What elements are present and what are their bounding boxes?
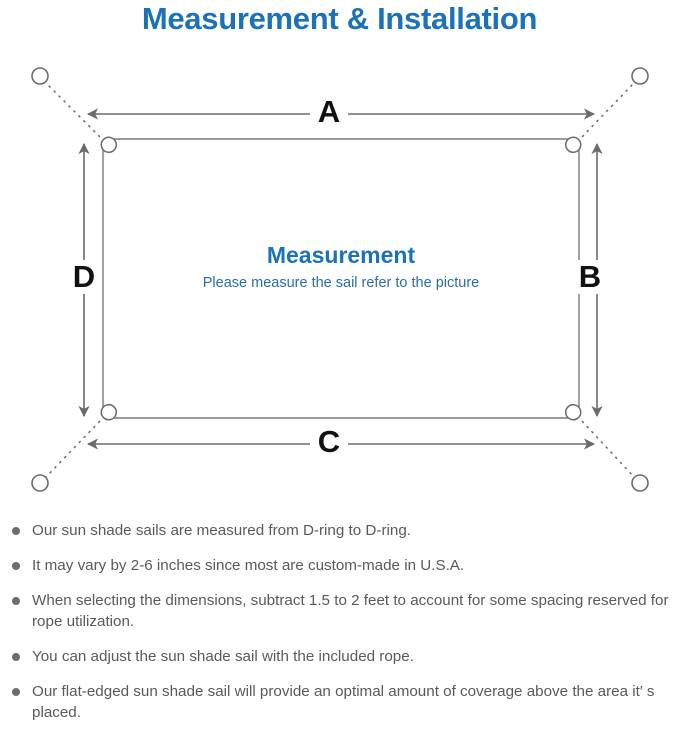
note-text: You can adjust the sun shade sail with t… (32, 648, 414, 665)
page-title: Measurement & Installation (141, 1, 538, 36)
d-ring-bottom-left (100, 403, 118, 421)
diagram-svg (31, 67, 649, 492)
rope-top-right (581, 82, 635, 138)
anchor-ring-top-right (631, 67, 649, 85)
sail-body (102, 138, 580, 419)
notes-list: Our sun shade sails are measured from D-… (0, 520, 679, 737)
anchor-ring-top-left (31, 67, 49, 85)
anchor-ring-bottom-left (31, 474, 49, 492)
d-ring-bottom-right (564, 403, 582, 421)
note-text: When selecting the dimensions, subtract … (32, 592, 669, 630)
rope-top-left (45, 82, 101, 138)
list-item: Our flat-edged sun shade sail will provi… (0, 681, 679, 723)
note-text: Our sun shade sails are measured from D-… (32, 522, 411, 539)
bullet-icon (12, 527, 20, 535)
dimension-label-d: D (68, 260, 100, 294)
d-ring-top-left (100, 136, 118, 154)
sail-measurement-diagram: Measurement Please measure the sail refe… (0, 44, 679, 514)
rope-bottom-left (45, 420, 101, 478)
rope-bottom-right (581, 420, 635, 478)
list-item: You can adjust the sun shade sail with t… (0, 646, 679, 667)
dimension-label-b: B (574, 260, 606, 294)
bullet-icon (12, 597, 20, 605)
dimension-label-c: C (310, 425, 348, 459)
bullet-icon (12, 688, 20, 696)
note-text: Our flat-edged sun shade sail will provi… (32, 683, 655, 721)
list-item: Our sun shade sails are measured from D-… (0, 520, 679, 541)
bullet-icon (12, 653, 20, 661)
anchor-ring-bottom-right (631, 474, 649, 492)
list-item: When selecting the dimensions, subtract … (0, 590, 679, 632)
list-item: It may vary by 2-6 inches since most are… (0, 555, 679, 576)
dimension-label-a: A (310, 95, 348, 129)
bullet-icon (12, 562, 20, 570)
d-ring-top-right (564, 136, 582, 154)
note-text: It may vary by 2-6 inches since most are… (32, 557, 465, 574)
